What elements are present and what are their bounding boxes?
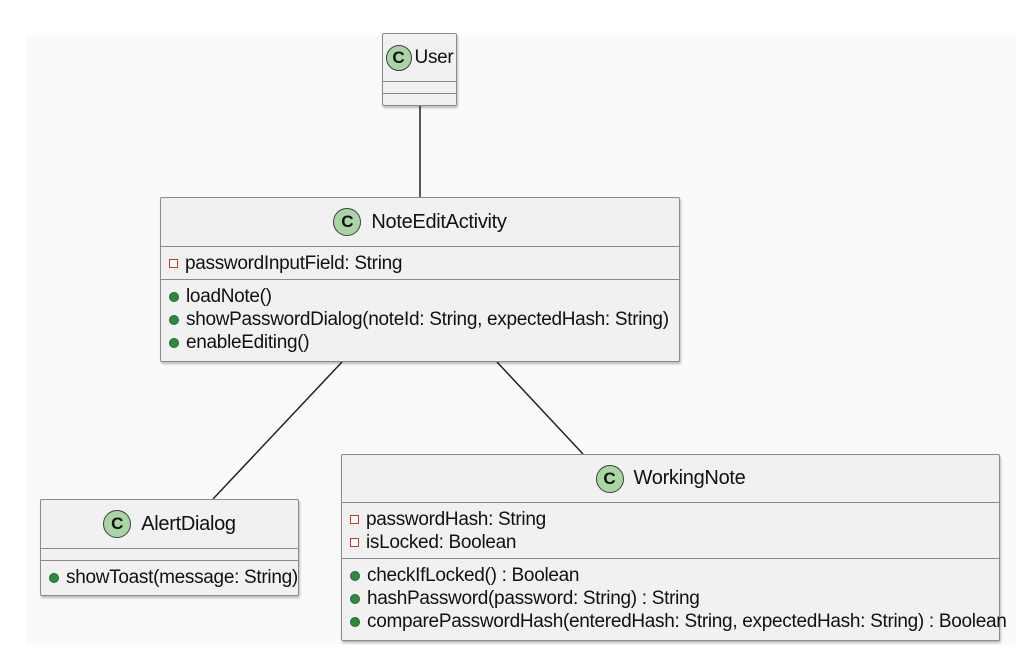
public-visibility-icon [169,291,179,302]
class-alertdialog[interactable]: C AlertDialog showToast(message: String) [40,499,299,596]
edge-noteeditactivity-alertdialog [212,361,343,500]
class-badge-icon: C [333,208,362,236]
method-text: showPasswordDialog(noteId: String, expec… [186,308,669,330]
public-visibility-icon [169,314,179,325]
attribute-text: isLocked: Boolean [366,531,517,553]
edge-noteeditactivity-workingnote [496,361,584,455]
class-name: WorkingNote [633,467,746,489]
private-visibility-icon [169,259,178,268]
public-visibility-icon [49,572,59,583]
public-visibility-icon [350,593,360,604]
class-badge-icon: C [385,44,412,71]
attributes-section: passwordInputField: String [161,247,679,280]
method-row: checkIfLocked() : Boolean [350,564,999,587]
class-badge-icon: C [595,464,624,493]
class-badge-icon: C [103,510,132,538]
class-user[interactable]: C User [382,33,457,106]
methods-section: showToast(message: String) [41,561,298,592]
private-visibility-icon [350,515,359,524]
class-name: NoteEditActivity [371,210,507,233]
method-text: comparePasswordHash(enteredHash: String,… [367,610,1007,632]
method-text: hashPassword(password: String) : String [367,587,700,609]
attribute-text: passwordInputField: String [185,252,403,274]
method-text: loadNote() [186,285,272,307]
public-visibility-icon [350,616,360,627]
methods-section [383,94,456,105]
method-row: loadNote() [169,285,679,308]
method-text: enableEditing() [186,331,310,353]
class-header: C AlertDialog [41,500,298,549]
public-visibility-icon [350,570,360,581]
attributes-section: passwordHash: String isLocked: Boolean [342,503,999,559]
attribute-row: isLocked: Boolean [350,531,999,554]
public-visibility-icon [169,337,179,348]
attribute-row: passwordInputField: String [169,252,679,275]
class-name: User [414,46,454,68]
method-row: comparePasswordHash(enteredHash: String,… [350,610,1007,633]
attributes-section [41,549,298,561]
attributes-section [383,82,456,94]
attribute-row: passwordHash: String [350,508,999,531]
attribute-text: passwordHash: String [366,508,546,530]
class-header: C WorkingNote [342,455,999,503]
method-row: enableEditing() [169,331,679,354]
method-row: showPasswordDialog(noteId: String, expec… [169,308,679,331]
class-header: C User [383,34,456,82]
methods-section: loadNote() showPasswordDialog(noteId: St… [161,280,679,357]
method-text: showToast(message: String) [66,566,298,588]
method-row: hashPassword(password: String) : String [350,587,999,610]
method-text: checkIfLocked() : Boolean [367,564,580,586]
class-noteeditactivity[interactable]: C NoteEditActivity passwordInputField: S… [160,197,680,362]
class-header: C NoteEditActivity [161,198,679,247]
private-visibility-icon [350,538,359,547]
method-row: showToast(message: String) [49,566,298,589]
class-name: AlertDialog [141,512,236,535]
class-workingnote[interactable]: C WorkingNote passwordHash: String isLoc… [341,454,1007,641]
methods-section: checkIfLocked() : Boolean hashPassword(p… [342,559,1007,636]
